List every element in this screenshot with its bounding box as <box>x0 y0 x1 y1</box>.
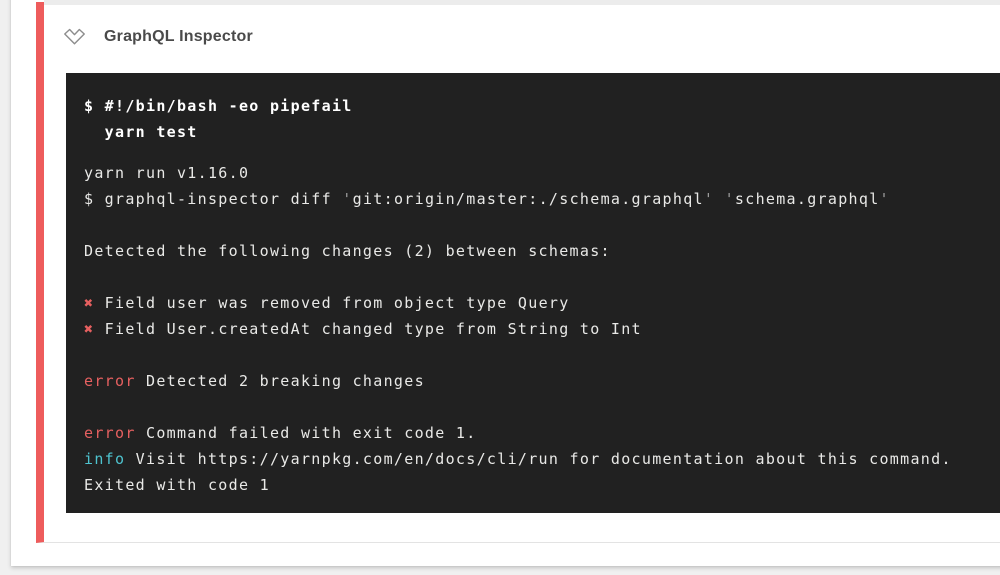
terminal-output-line: Detected the following changes (2) betwe… <box>84 242 611 260</box>
terminal-output-line <box>84 394 1000 420</box>
terminal-output-line <box>84 264 1000 290</box>
row-top-divider <box>44 0 1000 5</box>
terminal-output-lines: yarn run v1.16.0 $ graphql-inspector diff… <box>84 160 1000 498</box>
terminal-command: $ #!/bin/bash -eo pipefail yarn test <box>84 93 1000 145</box>
terminal-output-line <box>84 212 1000 238</box>
terminal-output-line: error Detected 2 breaking changes <box>84 372 425 390</box>
terminal-command-line: yarn test <box>84 123 198 141</box>
terminal-output-line: $ graphql-inspector diff 'git:origin/mas… <box>84 190 890 208</box>
job-steps-card: GraphQL Inspector $ #!/bin/bash -eo pipe… <box>11 0 1000 566</box>
collapse-chevron-icon[interactable] <box>63 28 86 47</box>
terminal-output-line <box>84 342 1000 368</box>
step-header[interactable]: GraphQL Inspector <box>44 16 1000 58</box>
step-title: GraphQL Inspector <box>104 28 253 45</box>
terminal-command-line: $ #!/bin/bash -eo pipefail <box>84 97 353 115</box>
terminal-output-line: info Visit https://yarnpkg.com/en/docs/c… <box>84 450 952 468</box>
terminal-output-line: Exited with code 1 <box>84 476 270 494</box>
terminal-output-line: ✖ Field User.createdAt changed type from… <box>84 320 642 338</box>
terminal: $ #!/bin/bash -eo pipefail yarn test yar… <box>66 73 1000 513</box>
step-row-graphql-inspector: GraphQL Inspector $ #!/bin/bash -eo pipe… <box>36 0 1000 543</box>
terminal-output-line: error Command failed with exit code 1. <box>84 424 477 442</box>
terminal-output-line: yarn run v1.16.0 <box>84 164 250 182</box>
terminal-output-line: ✖ Field user was removed from object typ… <box>84 294 570 312</box>
